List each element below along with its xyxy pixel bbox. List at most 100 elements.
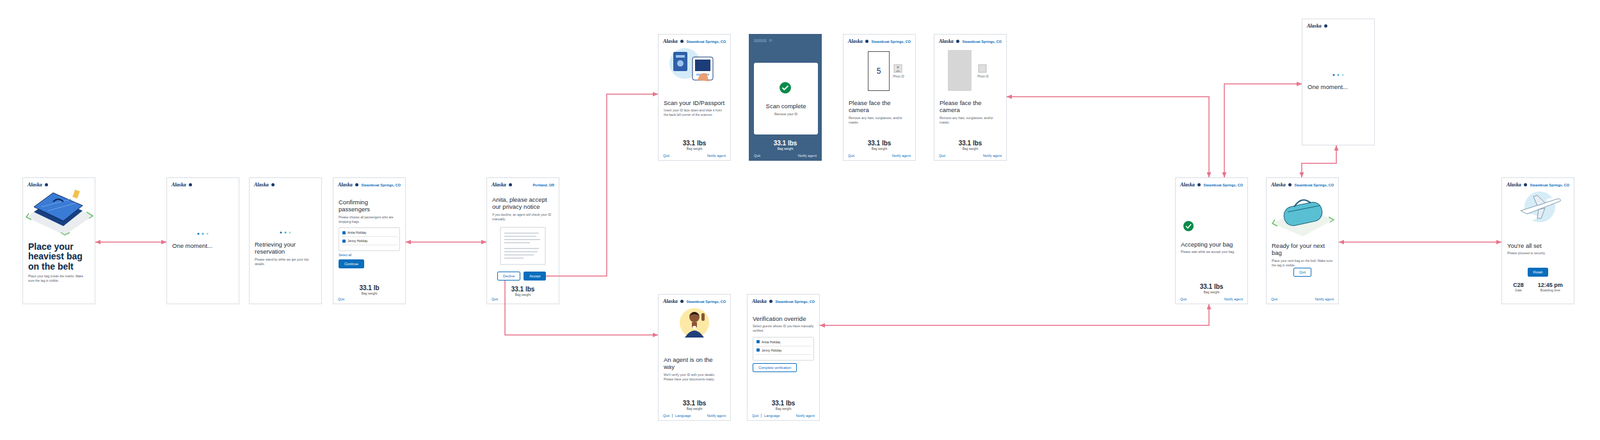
footer-link: Notify agent [1315,296,1334,301]
button-label: Continue [344,261,359,266]
screen-footer: QuitNotify agent [848,153,911,158]
instruction-text: If you decline, an agent will check your… [492,212,554,222]
screen-header: Alaska [254,181,317,188]
footer-link: Notify agent [892,153,911,158]
kiosk-screen: AlaskaOne moment... [1301,18,1375,146]
button: Accept [523,271,546,281]
airline-logo: Alaska [1271,181,1292,188]
screen-heading: Accepting your bag [1180,240,1243,248]
footer-link: Notify agent [707,153,726,158]
location-label: Steamboat Springs, CO [686,299,726,304]
screen-heading: Place your heaviest bag on the belt [28,241,90,272]
screen-header: Alaska [171,181,235,188]
screen-heading: Verification override [752,314,815,322]
footer-link: Quit [1271,296,1278,301]
instruction-text: Please proceed to security. [1507,250,1569,256]
weight-caption: Bag weight [658,406,731,411]
location-label: Steamboat Springs, CO [1294,183,1334,187]
footer-link: Quit [663,153,670,158]
weight-block: 33.1 lbsBag weight [658,399,731,411]
airline-logo: Alaska [1306,23,1328,29]
screen-content: Please face the cameraRemove any hats, s… [848,99,911,128]
airline-logo: Alaska [752,298,773,304]
location-label: Steamboat Springs, CO [1530,183,1570,187]
flow-connector [545,94,658,276]
screen-header: AlaskaSteamboat Springs, CO [337,181,401,188]
screen-header: Alaska [1306,23,1370,29]
dialog-card: Scan completeRemove your ID [753,62,818,135]
screen-content: Confirming passengersPlease choose all p… [338,198,400,269]
footer-link: Quit [337,296,345,301]
screen-header: Alaska [27,181,91,188]
instruction-text: Remove any hats, sunglasses, and/or mask… [848,115,911,125]
flow-connector [1224,83,1302,178]
weight-caption: Bag weight [747,406,820,411]
kiosk-screen: AlaskaSteamboat Springs, CO Verification … [746,293,820,421]
screen-header: AlaskaSteamboat Springs, CO [752,298,815,304]
footer-link: Quit [1180,296,1187,301]
location-label: Portland, OR [532,183,555,187]
bag-weight: 33.1 lbs [487,285,559,293]
flow-connector [819,304,1209,326]
weight-block: 33.1 lbsBag weight [934,139,1007,151]
screen-content: One moment... [172,241,234,251]
passenger-row: Anita Holiday [341,228,398,237]
screen-heading: You're all set [1507,241,1569,249]
screen-footer: Quit [337,296,401,301]
button: Quit [1293,267,1312,277]
photo-caption: Photo ID [976,74,990,79]
button: Continue [338,259,365,269]
location-label: Steamboat Springs, CO [962,39,1002,44]
footer-link: Quit [491,296,498,301]
photo-id-caption: Photo ID [892,74,905,79]
screen-content: Accepting your bagPlease wait while we a… [1180,240,1243,258]
kiosk-screen: AlaskaSteamboat Springs, CO Ready for you… [1265,177,1339,304]
screen-content: An agent is on the wayWe'll verify your … [663,355,726,384]
location-label: Steamboat Springs, CO [775,299,815,304]
screen-header: AlaskaSteamboat Springs, CO [1506,181,1570,188]
airline-logo: Alaska [1180,181,1201,188]
screen-heading: Anita, please accept our privacy notice [492,195,554,211]
photo-id-caption: Photo ID [976,74,990,79]
instruction-text: We'll verify your ID with your details. … [663,372,726,382]
dialog-text: Remove your ID [753,112,818,116]
success-check [753,39,792,95]
instruction-text: Please stand by while we get your trip d… [254,257,317,267]
screen-content: You're all setPlease proceed to security… [1507,241,1569,259]
bag-weight: 33.1 lbs [934,139,1007,147]
weight-caption: Bag weight [843,146,916,151]
footer-link: Quit [753,153,761,158]
button-label: Decline [503,273,515,278]
agent-illustration [679,307,710,338]
screen-footer: QuitLanguageNotify agent [752,413,815,418]
instruction-text: Place your bag inside the marks. Make su… [28,273,90,283]
button-label: Finish [1533,270,1544,274]
screen-heading: An agent is on the way [663,355,726,371]
info-caption: Boarding time [1537,288,1563,292]
success-check [1183,220,1194,232]
button-label: Complete verification [758,365,792,370]
weight-caption: Bag weight [487,292,559,297]
weight-block: 33.1 lbsBag weight [749,139,822,151]
screen-heading: One moment... [172,241,234,249]
footer-link: Quit [752,413,759,418]
location-label: Steamboat Springs, CO [686,39,726,44]
passenger-row: Jenny Holiday [755,346,812,355]
airline-logo: Alaska [254,181,275,188]
screen-content: Ready for your next bagPlace your next b… [1271,241,1334,271]
instruction-text: Place your next bag on the belt. Make su… [1271,258,1334,268]
screen-heading: Please face the camera [939,99,1001,114]
info-caption: Gate [1512,288,1524,292]
weight-block: 33.1 lbsBag weight [1175,282,1248,294]
button: Complete verification [752,362,797,372]
countdown-number: 5 [876,66,882,76]
bag-weight: 33.1 lbs [1175,282,1248,290]
screen-content: One moment... [1307,83,1369,93]
footer-link: Notify agent [983,153,1002,158]
footer-link: Quit [663,413,670,418]
id-scanner-illustration [669,48,713,82]
airline-logo: Alaska [171,181,192,188]
screen-heading: Retrieving your reservation [254,240,317,256]
button-row: Complete verification [752,362,815,372]
